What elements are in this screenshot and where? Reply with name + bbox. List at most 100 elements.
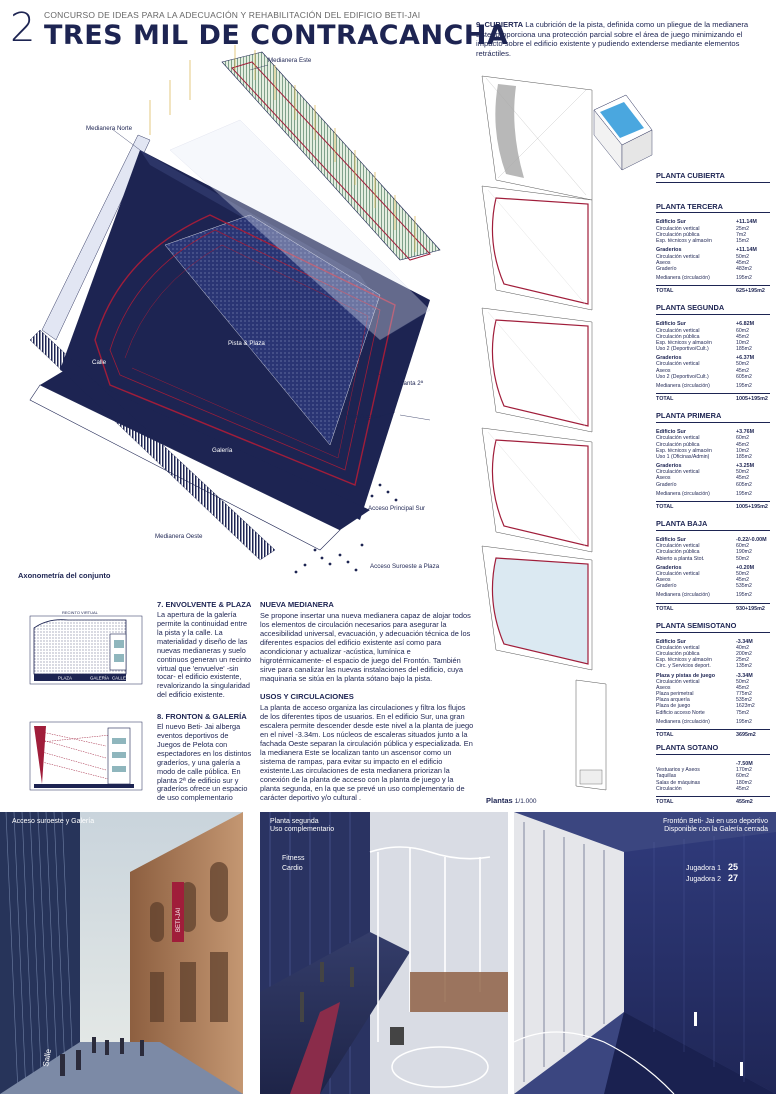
level-title: PLANTA TERCERA: [656, 202, 770, 214]
area-row: Plaza arquería 535m2: [656, 697, 770, 703]
area-row: Circulación vertical 60m2: [656, 435, 770, 441]
area-row: Esp. técnicos y almacén 25m2: [656, 657, 770, 663]
area-label: Circulación vertical: [656, 435, 700, 442]
diagram-galeria-label: GALERÍA: [90, 676, 109, 681]
area-label: Circulación vertical: [656, 678, 700, 685]
group-header: Edificio Sur-3.34M: [656, 639, 770, 645]
area-value: 775m2: [736, 691, 752, 698]
area-value: 1623m2: [736, 703, 755, 710]
plans-caption-label: Plantas: [486, 796, 513, 805]
area-value: 535m2: [736, 583, 752, 590]
level-group: Medianera (circulación)195m2: [656, 383, 770, 389]
area-label: Graderío: [656, 481, 677, 488]
area-value: 45m2: [736, 367, 749, 374]
plans-caption: Plantas 1/1.000: [486, 796, 536, 805]
area-value: 50m2: [736, 253, 749, 260]
area-label: Plaza de juego: [656, 703, 691, 710]
group-header: Edificio Sur-0.22/-0.00M: [656, 537, 770, 543]
label-pista-plaza: Pista & Plaza: [228, 340, 265, 347]
area-value: 50m2: [736, 469, 749, 476]
axonometry-drawing: Medianera Este Medianera Norte Pista & P…: [29, 45, 441, 574]
group-name: Graderíos: [656, 462, 682, 469]
render-fronton-caption: Frontón Beti- Jai en uso deportivo Dispo…: [663, 818, 768, 835]
note-fronton-text: El nuevo Beti- Jai alberga eventos depor…: [157, 722, 252, 803]
area-value: 60m2: [736, 543, 749, 550]
area-label: Circulación pública: [656, 231, 700, 238]
area-row: Medianera (circulación)195m2: [656, 383, 770, 389]
poster-number: 2: [10, 5, 36, 51]
level-group: Medianera (circulación)195m2: [656, 491, 770, 497]
level-block: PLANTA CUBIERTA: [656, 171, 770, 183]
area-value: 45m2: [736, 259, 749, 266]
area-label: Medianera (circulación): [656, 718, 710, 725]
area-row: Medianera (circulación) 195m2: [656, 719, 770, 725]
area-value: 15m2: [736, 238, 749, 245]
area-label: Circulación vertical: [656, 225, 700, 232]
area-value: 60m2: [736, 435, 749, 442]
area-label: Circulación vertical: [656, 253, 700, 260]
total-value: 1005+195m2: [736, 503, 768, 510]
area-label: Circulación vertical: [656, 361, 700, 368]
level-title: PLANTA SEGUNDA: [656, 304, 770, 316]
area-label: Plaza arquería: [656, 697, 690, 704]
area-value: 135m2: [736, 663, 752, 670]
group-name: Edificio Sur: [656, 219, 686, 226]
area-label: Esp. técnicos y almacén: [656, 447, 712, 454]
area-label: Medianera (circulación): [656, 274, 710, 281]
label-planta2: Planta 2ª: [398, 380, 424, 387]
area-label: Graderío: [656, 583, 677, 590]
area-value: 45m2: [736, 441, 749, 448]
group-name: Edificio Sur: [656, 536, 686, 543]
total-value: 930+195m2: [736, 605, 765, 612]
group-level: +3.25M: [736, 462, 755, 469]
area-label: Graderío: [656, 265, 677, 272]
render-score2: 27: [728, 873, 738, 883]
area-row: Plaza de juego 1623m2: [656, 703, 770, 709]
render-planta-caption: Planta segunda Uso complementario: [270, 818, 334, 835]
render-acceso-suroeste: BETI-JAI Salle Acceso suroeste y Galería: [0, 812, 243, 1094]
poster-subtitle: CONCURSO DE IDEAS PARA LA ADECUACIÓN Y R…: [44, 10, 421, 20]
poster-title: TRES MIL DE CONTRACANCHA: [44, 20, 509, 51]
diagram-recinto-label: RECINTO VIRTUAL: [62, 610, 99, 615]
total-value: 1005+195m2: [736, 395, 768, 402]
area-label: Esp. técnicos y almacén: [656, 339, 712, 346]
group-header: Graderíos+11.14M: [656, 247, 770, 253]
level-group: Medianera (circulación) 195m2: [656, 719, 770, 725]
area-label: Circulación vertical: [656, 571, 700, 578]
area-value: 483m2: [736, 265, 752, 272]
group-header: Plaza y pistas de juego-3.34M: [656, 673, 770, 679]
cubierta-description: 9. CUBIERTA La cubrición de la pista, de…: [476, 20, 766, 59]
render-fronton-caption-1: Frontón Beti- Jai en uso deportivo: [662, 818, 768, 825]
group-level: +6.37M: [736, 355, 755, 362]
area-value: 50m2: [736, 555, 749, 562]
area-value: 195m2: [736, 718, 752, 725]
area-row: Uso 2 (Deportivo/Cult.)605m2: [656, 374, 770, 380]
area-label: Esp. técnicos y almacén: [656, 657, 712, 664]
group-header: Edificio Sur+6.82M: [656, 321, 770, 327]
note-envolvente-text: La apertura de la galería permite la con…: [157, 610, 252, 700]
total-label: TOTAL: [656, 605, 674, 612]
area-value: 535m2: [736, 697, 752, 704]
area-row: Circulación vertical 50m2: [656, 254, 770, 260]
render-betijai-sign: BETI-JAI: [176, 908, 182, 932]
label-medianera-oeste: Medianera Oeste: [155, 533, 203, 540]
area-row: Graderío 535m2: [656, 583, 770, 589]
area-value: 25m2: [736, 657, 749, 664]
render-acceso-caption: Acceso suroeste y Galería: [12, 818, 95, 825]
